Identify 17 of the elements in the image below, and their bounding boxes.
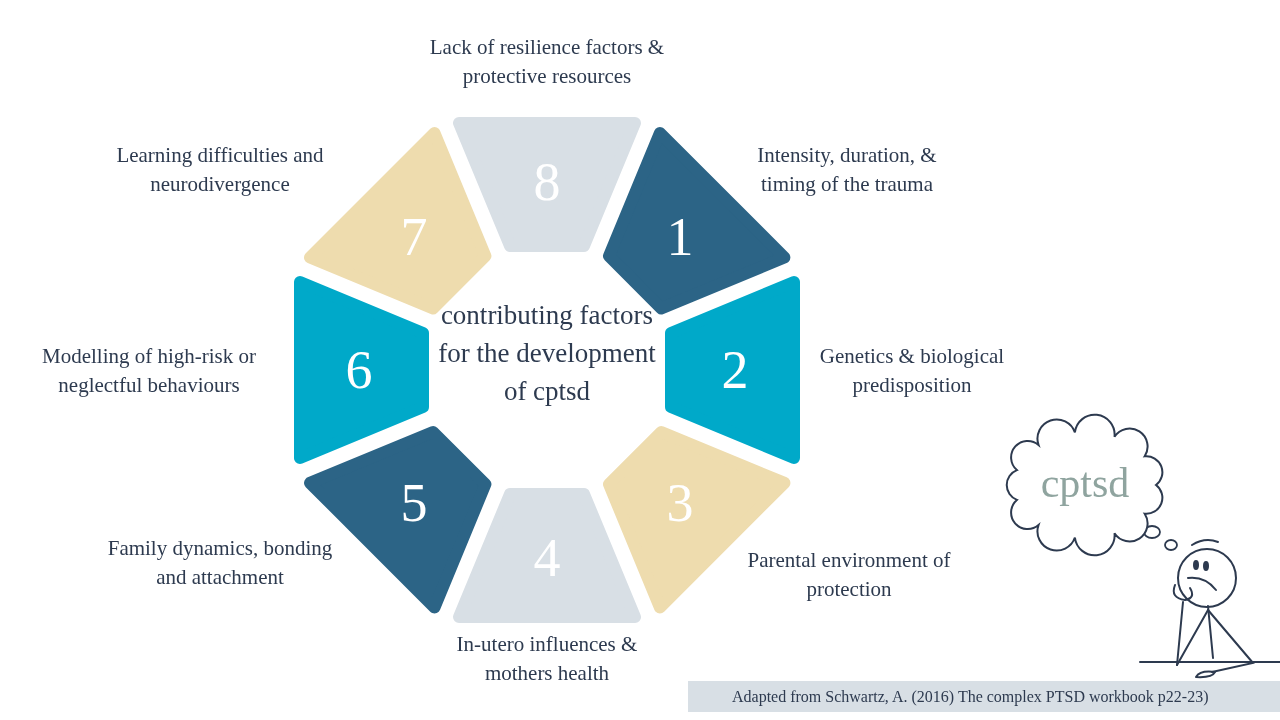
segment-number: 7 — [399, 207, 429, 268]
source-caption: Adapted from Schwartz, A. (2016) The complex PTSD workbook p22-23) — [688, 681, 1280, 712]
segment-number: 3 — [665, 472, 695, 533]
segment-number: 2 — [720, 340, 750, 400]
factor-label: Intensity, duration, & timing of the trauma — [756, 142, 938, 198]
factor-label: Parental environment of protection — [746, 547, 952, 603]
factor-label: Lack of resilience factors & protective resources — [428, 34, 666, 90]
factor-label: Family dynamics, bonding and attachment — [106, 535, 334, 591]
segment-number: 5 — [399, 472, 429, 533]
factor-label: Genetics & biological predisposition — [818, 343, 1006, 399]
cloud-text: cptsd — [1039, 459, 1131, 508]
segment-number: 6 — [344, 340, 374, 400]
factor-label: Modelling of high-risk or neglectful behaviours — [40, 343, 258, 399]
center-heading: contributing factors for the development of cptsd — [437, 299, 657, 408]
segment-number: 1 — [665, 207, 695, 268]
factor-label: Learning difficulties and neurodivergence — [115, 142, 325, 198]
factor-label: In-utero influences & mothers health — [455, 631, 639, 687]
